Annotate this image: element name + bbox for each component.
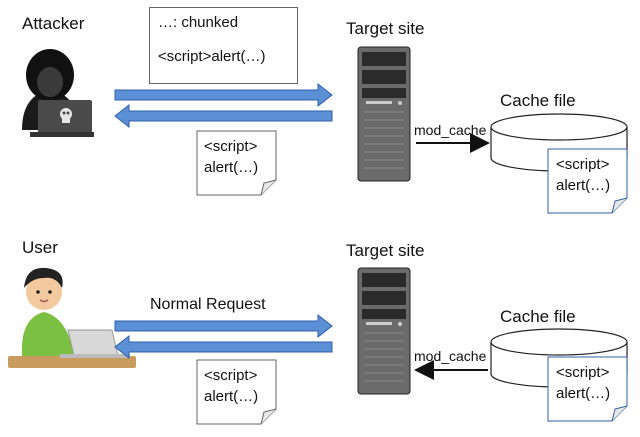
note-shape-cache-bottom xyxy=(547,356,628,422)
arrow-request-bottom xyxy=(114,313,333,339)
arrow-request-top xyxy=(114,82,333,108)
response-note-top: <script> alert(…) xyxy=(204,136,258,178)
cache-note-bottom: <script> alert(…) xyxy=(556,362,610,404)
cache-label-top: Cache file xyxy=(500,91,576,110)
cache-label-bottom: Cache file xyxy=(500,307,576,326)
note-shape-response-bottom xyxy=(196,359,277,425)
response-note-top-line2: alert(…) xyxy=(204,159,259,176)
cache-note-top: <script> alert(…) xyxy=(556,154,610,196)
user-icon xyxy=(8,267,136,368)
attack-request-note: …: chunked <script>alert(…) xyxy=(149,7,298,84)
mod-cache-label-top: mod_cache xyxy=(414,122,487,138)
response-note-bottom-line2: alert(…) xyxy=(204,388,259,405)
user-label: User xyxy=(22,238,58,257)
response-note-bottom: <script> alert(…) xyxy=(204,365,258,407)
note-shape-response-top xyxy=(196,130,277,196)
response-note-bottom-line1: <script> xyxy=(204,367,258,384)
response-note-top-line1: <script> xyxy=(204,138,258,155)
cache-note-bottom-line2: alert(…) xyxy=(556,385,611,402)
attack-request-line1: …: chunked xyxy=(158,14,239,31)
server-label-top: Target site xyxy=(346,19,425,38)
cache-note-bottom-line1: <script> xyxy=(556,364,610,381)
server-icon-bottom xyxy=(357,267,411,395)
attacker-label: Attacker xyxy=(22,14,85,33)
attack-request-line2: <script>alert(…) xyxy=(158,48,266,65)
cache-note-top-line1: <script> xyxy=(556,156,610,173)
arrow-response-bottom xyxy=(114,334,333,360)
cache-note-top-line2: alert(…) xyxy=(556,177,611,194)
note-shape-cache-top xyxy=(547,148,628,214)
normal-request-label: Normal Request xyxy=(150,296,266,313)
arrow-response-top xyxy=(114,103,333,129)
server-icon-top xyxy=(357,46,411,182)
attacker-icon xyxy=(22,49,94,137)
mod-cache-label-bottom: mod_cache xyxy=(414,348,487,364)
server-label-bottom: Target site xyxy=(346,241,425,260)
